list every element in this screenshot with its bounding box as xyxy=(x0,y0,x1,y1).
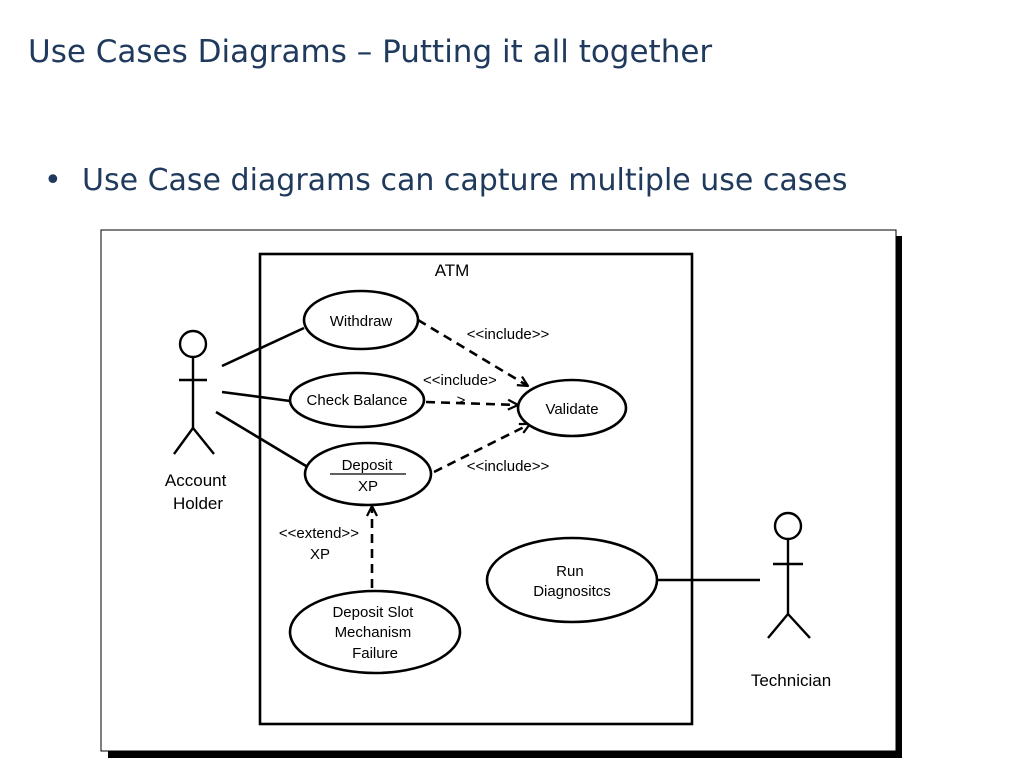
use-case-validate: Validate xyxy=(516,378,628,438)
include-arrow-check-balance xyxy=(425,402,518,405)
use-case-withdraw: Withdraw xyxy=(302,289,420,351)
use-case-deposit-slot-failure: Deposit Slot Mechanism Failure xyxy=(288,589,462,675)
include-label-withdraw: <<include>> xyxy=(467,326,550,343)
use-case-run-diagnostics: Run Diagnositcs xyxy=(485,536,659,624)
actor-account-holder xyxy=(173,329,215,455)
association-deposit xyxy=(215,410,307,468)
include-arrow-deposit xyxy=(433,422,530,474)
association-withdraw xyxy=(221,326,305,368)
actor-leg-left xyxy=(767,613,789,639)
use-case-deposit: Deposit XP xyxy=(303,441,433,507)
actor-technician-label: Technician xyxy=(751,671,831,690)
use-case-check-balance: Check Balance xyxy=(288,371,426,429)
use-case-ellipse xyxy=(302,289,420,351)
association-check-balance xyxy=(221,390,291,403)
actor-leg-left xyxy=(173,427,194,455)
use-case-label: Withdraw xyxy=(330,313,393,330)
system-boundary xyxy=(258,252,694,726)
actor-technician xyxy=(767,511,811,639)
use-case-label: Run Diagnositcs xyxy=(533,563,611,600)
include-label-deposit: <<include>> xyxy=(467,458,550,475)
use-case-label: Validate xyxy=(545,401,598,418)
slide-title: Use Cases Diagrams – Putting it all toge… xyxy=(28,34,713,70)
include-arrow-withdraw xyxy=(417,318,528,386)
bullet-item: • Use Case diagrams can capture multiple … xyxy=(44,163,848,198)
actor-leg-right xyxy=(192,427,215,455)
diagram-panel xyxy=(100,229,897,752)
use-case-ellipse xyxy=(288,589,462,675)
include-label-check-balance: <<include> > xyxy=(423,372,501,409)
extension-point-label: XP xyxy=(358,478,378,495)
use-case-label: Check Balance xyxy=(307,392,408,409)
actor-leg-right xyxy=(787,613,811,639)
extend-label: <<extend>> XP xyxy=(279,525,363,563)
use-case-label: Deposit xyxy=(342,457,394,474)
use-case-label: Deposit Slot Mechanism Failure xyxy=(332,604,417,662)
use-case-ellipse xyxy=(288,371,426,429)
use-case-ellipse xyxy=(516,378,628,438)
use-case-ellipse xyxy=(485,536,659,624)
actor-account-holder-label: Account Holder xyxy=(165,471,231,513)
bullet-text: Use Case diagrams can capture multiple u… xyxy=(82,163,848,198)
bullet-marker: • xyxy=(44,163,62,198)
system-name: ATM xyxy=(435,261,470,280)
